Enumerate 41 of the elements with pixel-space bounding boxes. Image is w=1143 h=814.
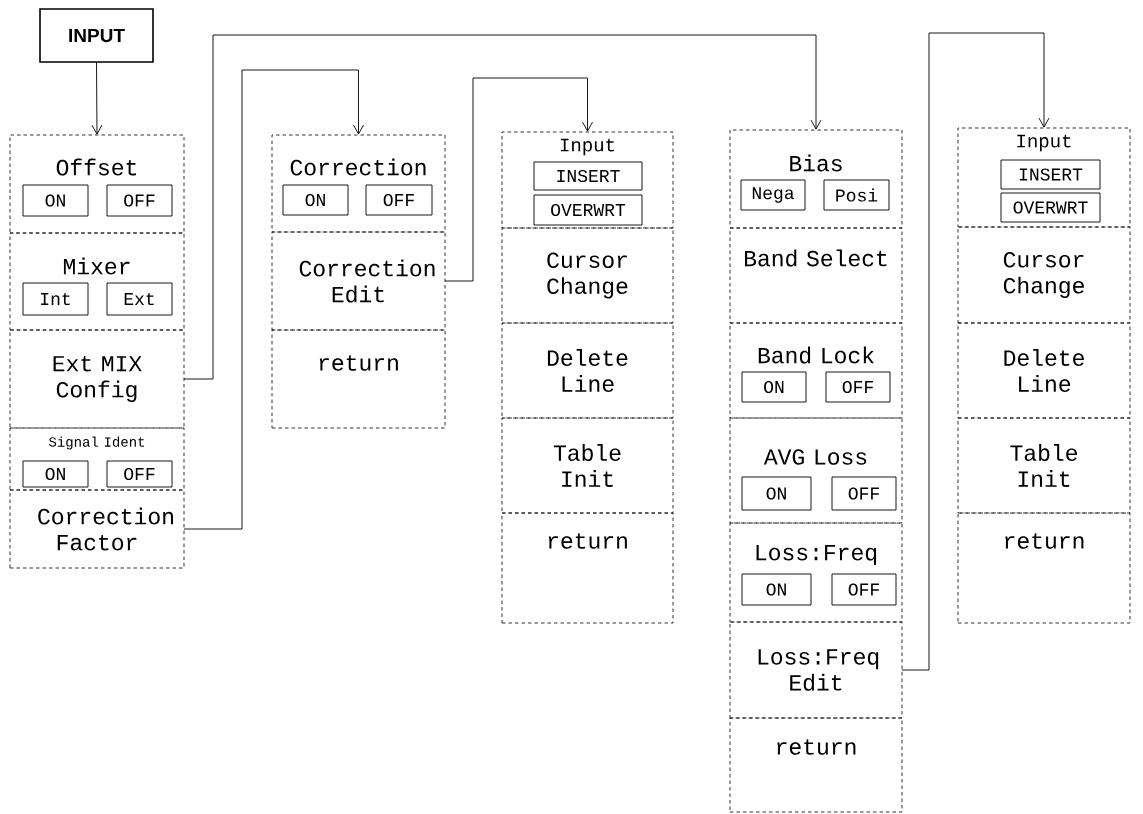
- menu-cell: Correction Factor: [9, 489, 185, 569]
- menu-cell: Cursor Change: [957, 226, 1131, 324]
- toggle-button: OFF: [365, 184, 433, 216]
- toggle-button: ON: [22, 460, 89, 488]
- toggle-button: INSERT: [533, 161, 643, 191]
- menu-cell: Band Select: [729, 227, 903, 324]
- toggle-button: Int: [22, 282, 89, 316]
- toggle-button: ON: [22, 184, 89, 217]
- menu-cell: Correction Edit: [271, 231, 446, 331]
- toggle-button: Posi: [823, 179, 890, 211]
- toggle-button: OFF: [825, 371, 891, 403]
- menu-cell: return: [501, 512, 674, 624]
- menu-cell: Table Init: [957, 417, 1131, 514]
- menu-cell: return: [957, 512, 1131, 624]
- toggle-button: ON: [741, 573, 812, 606]
- toggle-button: Nega: [740, 179, 806, 211]
- arrow: [183, 34, 822, 380]
- toggle-button: OVERWRT: [533, 194, 643, 226]
- toggle-button: ON: [741, 371, 807, 403]
- menu-cell: return: [729, 717, 903, 813]
- menu-cell: Cursor Change: [501, 227, 674, 324]
- menu-cell: return: [271, 329, 446, 429]
- toggle-button: ON: [282, 184, 349, 216]
- toggle-button: INSERT: [1000, 159, 1101, 190]
- arrow: [444, 77, 593, 282]
- arrow: [91, 61, 103, 135]
- menu-cell: Delete Line: [501, 322, 674, 419]
- toggle-button: OFF: [106, 460, 173, 488]
- arrow: [901, 32, 1050, 671]
- menu-heading-box: INPUT: [39, 8, 154, 63]
- menu-cell: Table Init: [501, 417, 674, 514]
- toggle-button: OFF: [106, 184, 173, 217]
- toggle-button: OFF: [831, 476, 897, 511]
- toggle-button: OVERWRT: [1000, 192, 1101, 223]
- menu-cell: Delete Line: [957, 322, 1131, 419]
- toggle-button: Ext: [106, 282, 173, 316]
- menu-cell: Ext MIX Config: [9, 329, 185, 429]
- menu-cell: Loss:Freq Edit: [729, 621, 903, 719]
- arrow: [183, 69, 364, 530]
- toggle-button: ON: [741, 476, 812, 511]
- toggle-button: OFF: [831, 573, 897, 606]
